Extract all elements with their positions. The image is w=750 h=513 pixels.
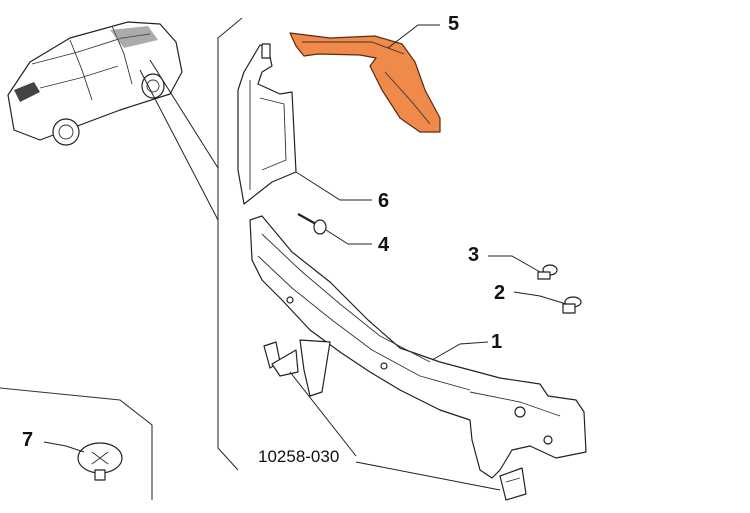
vehicle-thumbnail [7, 21, 183, 146]
leader-ref-left [289, 371, 357, 457]
leader-2 [513, 291, 567, 305]
callout-1: 1 [491, 331, 502, 353]
lower-bracket-right [499, 467, 527, 501]
leader-5 [387, 24, 440, 49]
part-2-fastener [562, 296, 582, 314]
part-7-plug [77, 442, 123, 481]
part-1-crossmember [249, 215, 587, 479]
leader-7 [43, 441, 85, 453]
leader-ref-right [355, 461, 501, 491]
callout-5: 5 [448, 13, 459, 35]
callout-6: 6 [378, 190, 389, 212]
leader-4 [325, 229, 372, 245]
section-frame [0, 17, 243, 500]
leader-6 [295, 171, 372, 201]
part-3-bolt [537, 264, 558, 280]
vehicle-leader-line-2 [139, 69, 219, 221]
callout-4: 4 [378, 234, 390, 256]
lower-bracket-left [263, 341, 299, 377]
vehicle-leader-line [149, 59, 219, 169]
leader-1 [431, 341, 489, 361]
part-5-bracket [289, 32, 441, 133]
reference-code: 10258-030 [258, 447, 339, 466]
part-6-panel [237, 43, 297, 205]
leader-3 [488, 255, 541, 273]
leader-lines [43, 24, 567, 491]
part-4-pin [297, 213, 327, 235]
callout-7: 7 [22, 429, 33, 451]
callout-2: 2 [494, 282, 505, 304]
callout-3: 3 [468, 244, 479, 266]
